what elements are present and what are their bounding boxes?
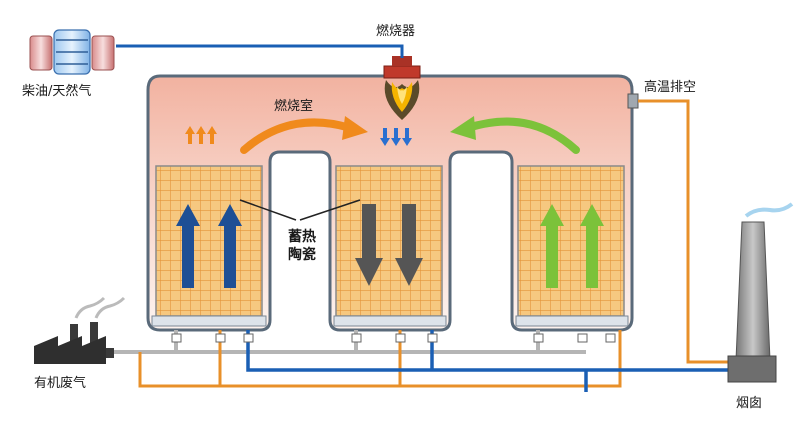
high-temp-exhaust-pipe [627,93,728,364]
small-blue-down-arrows [380,128,412,146]
media-leader-lines [239,199,361,221]
ceramic-bed-left [151,165,267,327]
waste-gas-label: 有机废气 [34,376,87,391]
ceramic-bed-right [515,165,629,327]
burner-label: 燃烧器 [376,24,416,39]
burner-flame-icon [383,56,421,120]
combustion-chamber-label: 燃烧室 [274,99,314,114]
factory-icon [34,296,126,364]
orange-bottom-pipe [138,330,622,388]
ceramic-bed-middle [333,165,447,327]
upflow-arrows-right [540,204,604,288]
valves [171,333,616,343]
fuel-label: 柴油/天然气 [22,84,92,99]
fuel-tanks-icon [29,29,115,75]
ceramic-media-label-line1: 蓄热 [288,229,316,245]
small-orange-up-arrows [185,126,217,144]
green-curved-arrow [450,116,580,154]
exhaust-pipe-to-chimney [246,330,730,392]
chimney-label: 烟囱 [736,396,763,411]
chimney-icon [727,202,794,383]
fuel-pipe [116,44,404,58]
ceramic-media-label: 蓄热 陶瓷 [282,228,322,264]
downflow-arrows-middle [355,204,423,286]
upflow-arrows-left [176,204,242,288]
ceramic-media-label-line2: 陶瓷 [288,247,316,263]
high-temp-exhaust-label: 高温排空 [644,80,697,95]
orange-curved-arrow [240,116,368,154]
